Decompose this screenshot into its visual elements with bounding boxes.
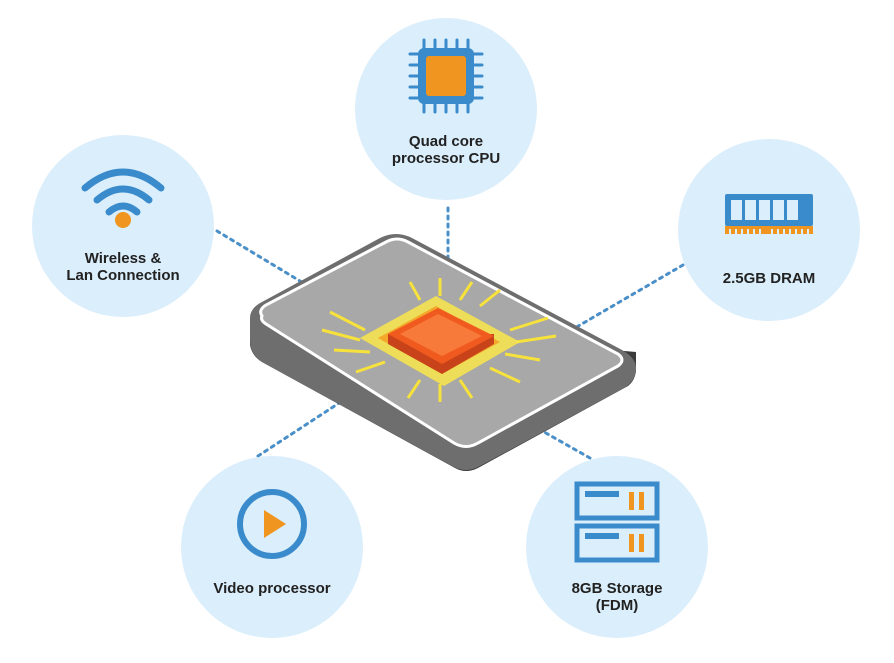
feature-dram: 2.5GB DRAM	[678, 139, 860, 321]
label-line: 2.5GB DRAM	[722, 270, 816, 287]
central-chip	[321, 278, 557, 402]
feature-video: Video processor	[181, 456, 363, 638]
label-line: 8GB Storage	[571, 580, 663, 597]
label-line: (FDM)	[595, 597, 639, 614]
label-line: Quad core	[408, 133, 484, 150]
chip-highlight	[400, 314, 482, 356]
label-line: Wireless &	[84, 250, 162, 267]
feature-wifi: Wireless & Lan Connection	[32, 135, 214, 317]
chip-glow	[321, 278, 557, 402]
feature-cpu: Quad core processor CPU	[355, 18, 537, 200]
wifi-icon	[81, 168, 165, 228]
label-line: Lan Connection	[66, 267, 180, 284]
label-line: processor CPU	[391, 150, 501, 167]
storage-server-icon	[574, 481, 660, 563]
connector-dram	[518, 263, 685, 362]
circle-video	[181, 456, 363, 638]
feature-label: Quad core processor CPU	[365, 133, 527, 167]
cpu-chip-icon	[408, 38, 484, 114]
connector-storage	[482, 396, 592, 460]
feature-label: 2.5GB DRAM	[688, 270, 850, 287]
label-line: Video processor	[213, 580, 331, 597]
ram-module-icon	[725, 194, 813, 234]
play-icon	[237, 489, 307, 559]
feature-label: Wireless & Lan Connection	[42, 250, 204, 284]
feature-storage: 8GB Storage (FDM)	[526, 456, 708, 638]
feature-label: 8GB Storage (FDM)	[536, 580, 698, 614]
feature-label: Video processor	[191, 580, 353, 597]
